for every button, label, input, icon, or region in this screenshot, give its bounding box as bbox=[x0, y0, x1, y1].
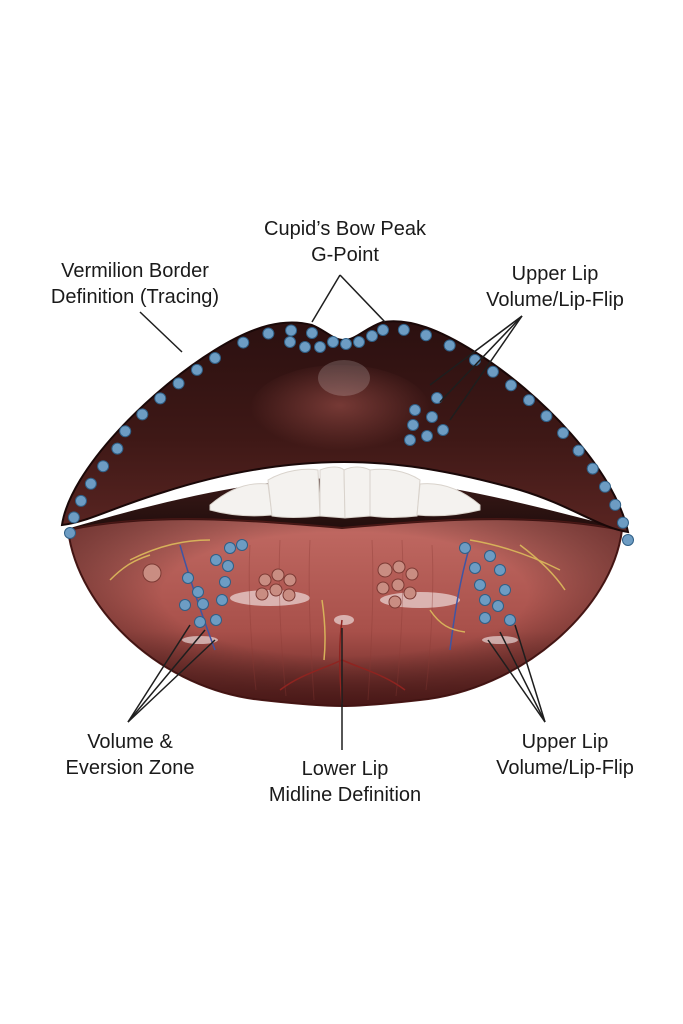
label-upper-top-line1: Upper Lip bbox=[511, 263, 599, 285]
injection-dot bbox=[327, 336, 339, 348]
injection-dot bbox=[622, 534, 634, 546]
injection-dot bbox=[504, 614, 516, 626]
injection-dot bbox=[407, 419, 419, 431]
label-upper-top-line2: Volume/Lip-Flip bbox=[486, 289, 624, 311]
injection-dot bbox=[210, 554, 222, 566]
injection-dot bbox=[340, 338, 352, 350]
injection-dot bbox=[437, 424, 449, 436]
injection-dot bbox=[194, 616, 206, 628]
injection-dot bbox=[479, 612, 491, 624]
label-cupids-bow-line2: G-Point bbox=[311, 244, 379, 266]
injection-dot bbox=[479, 594, 491, 606]
label-vermilion-line2: Definition (Tracing) bbox=[50, 286, 220, 308]
label-vermilion-border: Vermilion Border Definition (Tracing) bbox=[15, 258, 255, 310]
upper-lip-gloss bbox=[318, 360, 370, 396]
injection-dot bbox=[494, 564, 506, 576]
salivary-glands bbox=[142, 560, 419, 609]
injection-dot bbox=[486, 365, 499, 378]
injection-dot bbox=[67, 511, 80, 524]
injection-dot bbox=[484, 550, 496, 562]
injection-dot bbox=[197, 598, 209, 610]
label-cupids-bow-peak: Cupid’s Bow Peak G-Point bbox=[225, 216, 465, 268]
injection-dot bbox=[306, 327, 318, 339]
injection-dot bbox=[459, 542, 471, 554]
label-midline-line2: Midline Definition bbox=[268, 784, 422, 806]
injection-dot bbox=[192, 586, 204, 598]
upper-lip-highlight bbox=[250, 365, 430, 455]
lower-lip-shade bbox=[68, 519, 622, 706]
injection-dot bbox=[409, 404, 421, 416]
injection-dot bbox=[616, 516, 629, 529]
injection-dot bbox=[209, 352, 221, 364]
injection-dot bbox=[469, 354, 481, 366]
injection-dot bbox=[216, 594, 228, 606]
injection-dot bbox=[522, 394, 535, 407]
injection-dot bbox=[237, 336, 250, 349]
injection-dot bbox=[469, 562, 481, 574]
leader-lines bbox=[127, 274, 546, 750]
injection-dot bbox=[154, 392, 167, 405]
injection-dot bbox=[557, 427, 570, 440]
label-midline-line1: Lower Lip bbox=[301, 758, 389, 780]
vermilion-border-dots bbox=[64, 323, 634, 546]
injection-dot bbox=[421, 430, 433, 442]
label-volume-line1: Volume & bbox=[87, 731, 173, 753]
injection-dot bbox=[119, 425, 132, 438]
injection-dot bbox=[236, 539, 248, 551]
injection-dot bbox=[353, 336, 365, 348]
injection-dot bbox=[111, 442, 124, 455]
injection-dot bbox=[262, 327, 275, 340]
injection-dot bbox=[84, 477, 97, 490]
injection-dot bbox=[219, 576, 231, 588]
injection-dot bbox=[190, 363, 203, 376]
volume-eversion-dots bbox=[179, 539, 248, 628]
blood-vessels bbox=[109, 539, 566, 705]
injection-dot bbox=[172, 377, 185, 390]
injection-dot bbox=[299, 341, 311, 353]
label-upper-lip-volume-top: Upper Lip Volume/Lip-Flip bbox=[440, 261, 670, 313]
injection-dot bbox=[586, 462, 599, 475]
lower-right-volume-dots bbox=[459, 542, 516, 626]
injection-dot bbox=[366, 330, 378, 342]
label-volume-eversion: Volume & Eversion Zone bbox=[40, 729, 220, 781]
injection-dot bbox=[443, 339, 456, 352]
injection-dot bbox=[136, 408, 149, 421]
injection-dot bbox=[420, 329, 432, 342]
label-upper-lip-volume-bottom: Upper Lip Volume/Lip-Flip bbox=[450, 729, 680, 781]
cupids-bow-dots bbox=[284, 330, 378, 353]
label-volume-line2: Eversion Zone bbox=[65, 757, 195, 779]
injection-dot bbox=[74, 494, 87, 507]
label-upper-bottom-line2: Volume/Lip-Flip bbox=[496, 757, 634, 779]
injection-dot bbox=[598, 480, 611, 493]
injection-dot bbox=[97, 460, 110, 473]
label-cupids-bow-line1: Cupid’s Bow Peak bbox=[264, 218, 426, 240]
injection-dot bbox=[426, 411, 438, 423]
label-upper-bottom-line1: Upper Lip bbox=[521, 731, 609, 753]
injection-dot bbox=[492, 600, 504, 612]
upper-lip-volume-dots bbox=[404, 392, 449, 446]
injection-dot bbox=[224, 542, 236, 554]
injection-dot bbox=[179, 599, 191, 611]
injection-dot bbox=[431, 392, 443, 404]
injection-dot bbox=[499, 584, 511, 596]
injection-dot bbox=[284, 336, 296, 348]
injection-dot bbox=[404, 434, 416, 446]
injection-dot bbox=[505, 379, 518, 392]
injection-dot bbox=[285, 324, 298, 337]
injection-dot bbox=[377, 324, 389, 336]
injection-dot bbox=[609, 498, 622, 511]
injection-dot bbox=[222, 560, 234, 572]
injection-dot bbox=[64, 527, 76, 539]
injection-dot bbox=[210, 614, 222, 626]
label-vermilion-line1: Vermilion Border bbox=[61, 260, 209, 282]
injection-dot bbox=[540, 410, 553, 423]
label-lower-lip-midline: Lower Lip Midline Definition bbox=[220, 756, 470, 808]
injection-dot bbox=[314, 341, 326, 353]
injection-dot bbox=[572, 444, 585, 457]
injection-dot bbox=[182, 572, 194, 584]
injection-dot bbox=[474, 579, 486, 591]
teeth bbox=[209, 466, 481, 519]
injection-dot bbox=[397, 323, 410, 336]
